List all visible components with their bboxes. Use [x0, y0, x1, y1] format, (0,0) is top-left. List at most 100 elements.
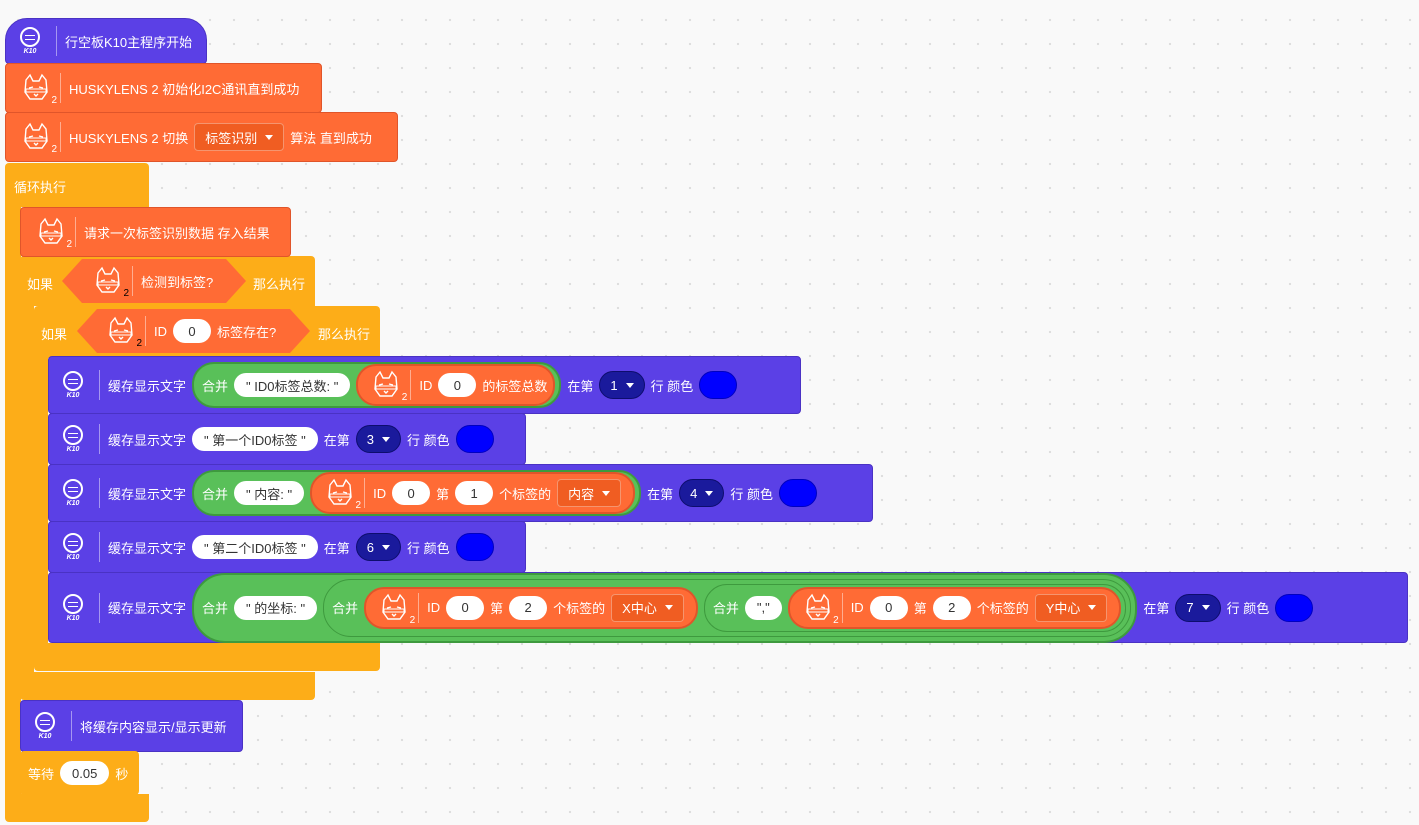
huskylens-fox-icon: 2: [18, 70, 57, 106]
chevron-down-icon: [602, 490, 611, 496]
loop-block[interactable]: [5, 163, 149, 207]
at-row-label: 在第: [567, 378, 594, 394]
wait-block[interactable]: 等待 0.05 秒: [20, 751, 139, 795]
switch-suffix: 算法 直到成功: [290, 130, 372, 146]
join-label: 合并: [332, 601, 359, 616]
field-dropdown[interactable]: Y中心: [1034, 593, 1108, 622]
text-input[interactable]: " 内容: ": [234, 481, 305, 505]
k10-icon: K10: [25, 701, 65, 751]
color-picker[interactable]: [699, 371, 738, 399]
row-dropdown[interactable]: 3: [355, 425, 401, 453]
id-input[interactable]: 0: [446, 595, 485, 620]
switch-prefix: HUSKYLENS 2 切换: [69, 130, 189, 146]
text-input[interactable]: " ID0标签总数: ": [234, 373, 351, 397]
tag-field-block[interactable]: 2 ID 0 第 2 个标签的 Y中心: [787, 586, 1122, 629]
huskylens-fox-icon: 2: [376, 590, 415, 626]
text-input[interactable]: ",": [744, 595, 782, 620]
algorithm-dropdown[interactable]: 标签识别: [194, 123, 285, 151]
huskylens-request-block[interactable]: 2 请求一次标签识别数据 存入结果: [20, 207, 291, 257]
join-label: 合并: [202, 601, 229, 616]
if-outer-label: 如果: [27, 277, 54, 292]
join-block[interactable]: 合并 " 内容: " 2 ID 0 第 1 个标签的 内容: [192, 470, 642, 516]
row-dropdown[interactable]: 1: [599, 371, 645, 399]
chevron-down-icon: [381, 436, 390, 442]
loop-footer: [5, 794, 149, 822]
id-input[interactable]: 0: [438, 373, 477, 397]
display-text-block[interactable]: K10 缓存显示文字 合并 " ID0标签总数: " 2 ID 0 的标签总数 …: [48, 356, 801, 414]
text-input[interactable]: " 的坐标: ": [234, 595, 318, 620]
chevron-down-icon: [705, 490, 714, 496]
if-outer-then-label: 那么执行: [253, 277, 306, 292]
nth-tag-label: 个标签的: [499, 486, 552, 502]
color-picker[interactable]: [455, 533, 494, 561]
if-inner-footer: [34, 643, 380, 671]
nth-tag-label: 个标签的: [553, 601, 606, 616]
tag-count-block[interactable]: 2 ID 0 的标签总数: [356, 364, 556, 406]
row-color-label: 行 颜色: [650, 378, 694, 394]
index-input[interactable]: 2: [509, 595, 548, 620]
row-dropdown[interactable]: 6: [355, 533, 401, 561]
display-refresh-block[interactable]: K10 将缓存内容显示/显示更新: [20, 700, 243, 752]
field-dropdown[interactable]: X中心: [611, 593, 684, 622]
id-input[interactable]: 0: [173, 319, 211, 343]
wait-seconds-input[interactable]: 0.05: [60, 761, 110, 785]
join-block[interactable]: 合并 " 的坐标: " 合并 2 ID 0 第 2 个标签的 X中心 合并 ",…: [192, 572, 1138, 643]
color-picker[interactable]: [779, 479, 818, 507]
id-label: ID: [419, 377, 433, 393]
refresh-label: 将缓存内容显示/显示更新: [80, 719, 227, 735]
loop-label: 循环执行: [14, 180, 67, 195]
id-input[interactable]: 0: [392, 481, 431, 505]
display-text-block[interactable]: K10 缓存显示文字 " 第一个ID0标签 " 在第 3 行 颜色: [48, 413, 526, 465]
id-input[interactable]: 0: [869, 595, 908, 620]
id-label: ID: [427, 600, 441, 615]
k10-icon: K10: [53, 357, 93, 413]
loop-arm: [5, 200, 21, 798]
join-block[interactable]: 合并 "," 2 ID 0 第 2 个标签的 Y中心: [703, 583, 1127, 632]
join-label: 合并: [202, 378, 229, 394]
row-color-label: 行 颜色: [406, 432, 450, 448]
k10-icon: K10: [53, 573, 93, 642]
display-text-block[interactable]: K10 缓存显示文字 " 第二个ID0标签 " 在第 6 行 颜色: [48, 521, 526, 573]
huskylens-switch-block[interactable]: 2 HUSKYLENS 2 切换 标签识别 算法 直到成功: [5, 112, 398, 162]
display-text-block[interactable]: K10 缓存显示文字 合并 " 内容: " 2 ID 0 第 1 个标签的 内容…: [48, 464, 873, 522]
chevron-down-icon: [265, 134, 274, 140]
k10-icon: K10: [53, 522, 93, 572]
huskylens-fox-icon: 2: [33, 214, 72, 250]
color-picker[interactable]: [1275, 593, 1314, 622]
tag-field-block[interactable]: 2 ID 0 第 1 个标签的 内容: [310, 472, 636, 514]
main-program-hat-block[interactable]: K10 行空板K10主程序开始: [5, 18, 207, 64]
display-label: 缓存显示文字: [108, 601, 187, 616]
condition-exists-block[interactable]: 2 ID 0 标签存在?: [77, 309, 310, 353]
join-block[interactable]: 合并 " ID0标签总数: " 2 ID 0 的标签总数: [192, 362, 562, 408]
init-label: HUSKYLENS 2 初始化I2C通讯直到成功: [69, 81, 300, 97]
row-color-label: 行 颜色: [730, 486, 774, 502]
field-dropdown[interactable]: 内容: [557, 479, 622, 507]
huskylens-init-block[interactable]: 2 HUSKYLENS 2 初始化I2C通讯直到成功: [5, 63, 322, 113]
wait-label: 等待: [28, 766, 55, 782]
id-label: ID: [154, 323, 167, 339]
tag-total-label: 的标签总数: [482, 378, 548, 394]
id-label: ID: [850, 600, 864, 615]
row-dropdown[interactable]: 7: [1175, 593, 1221, 622]
text-input[interactable]: " 第二个ID0标签 ": [192, 535, 318, 559]
row-dropdown[interactable]: 4: [679, 479, 725, 507]
row-color-label: 行 颜色: [1226, 601, 1270, 616]
text-input[interactable]: " 第一个ID0标签 ": [192, 427, 318, 451]
color-picker[interactable]: [455, 425, 494, 453]
join-block[interactable]: 合并 2 ID 0 第 2 个标签的 X中心 合并 "," 2: [323, 578, 1132, 637]
condition-detected-block[interactable]: 2 检测到标签?: [62, 259, 246, 303]
if-inner-arm: [34, 350, 48, 645]
chevron-down-icon: [381, 544, 390, 550]
chevron-down-icon: [1088, 605, 1097, 610]
hat-label: 行空板K10主程序开始: [65, 34, 193, 50]
display-text-block[interactable]: K10 缓存显示文字 合并 " 的坐标: " 合并 2 ID 0 第 2 个标签…: [48, 572, 1408, 643]
if-inner-label: 如果: [41, 327, 68, 342]
chevron-down-icon: [1201, 605, 1210, 610]
huskylens-fox-icon: 2: [322, 475, 361, 511]
index-input[interactable]: 1: [455, 481, 494, 505]
id-label: ID: [373, 485, 387, 501]
index-input[interactable]: 2: [932, 595, 971, 620]
tag-field-block[interactable]: 2 ID 0 第 2 个标签的 X中心: [364, 586, 698, 629]
display-label: 缓存显示文字: [108, 540, 187, 556]
chevron-down-icon: [625, 382, 634, 388]
